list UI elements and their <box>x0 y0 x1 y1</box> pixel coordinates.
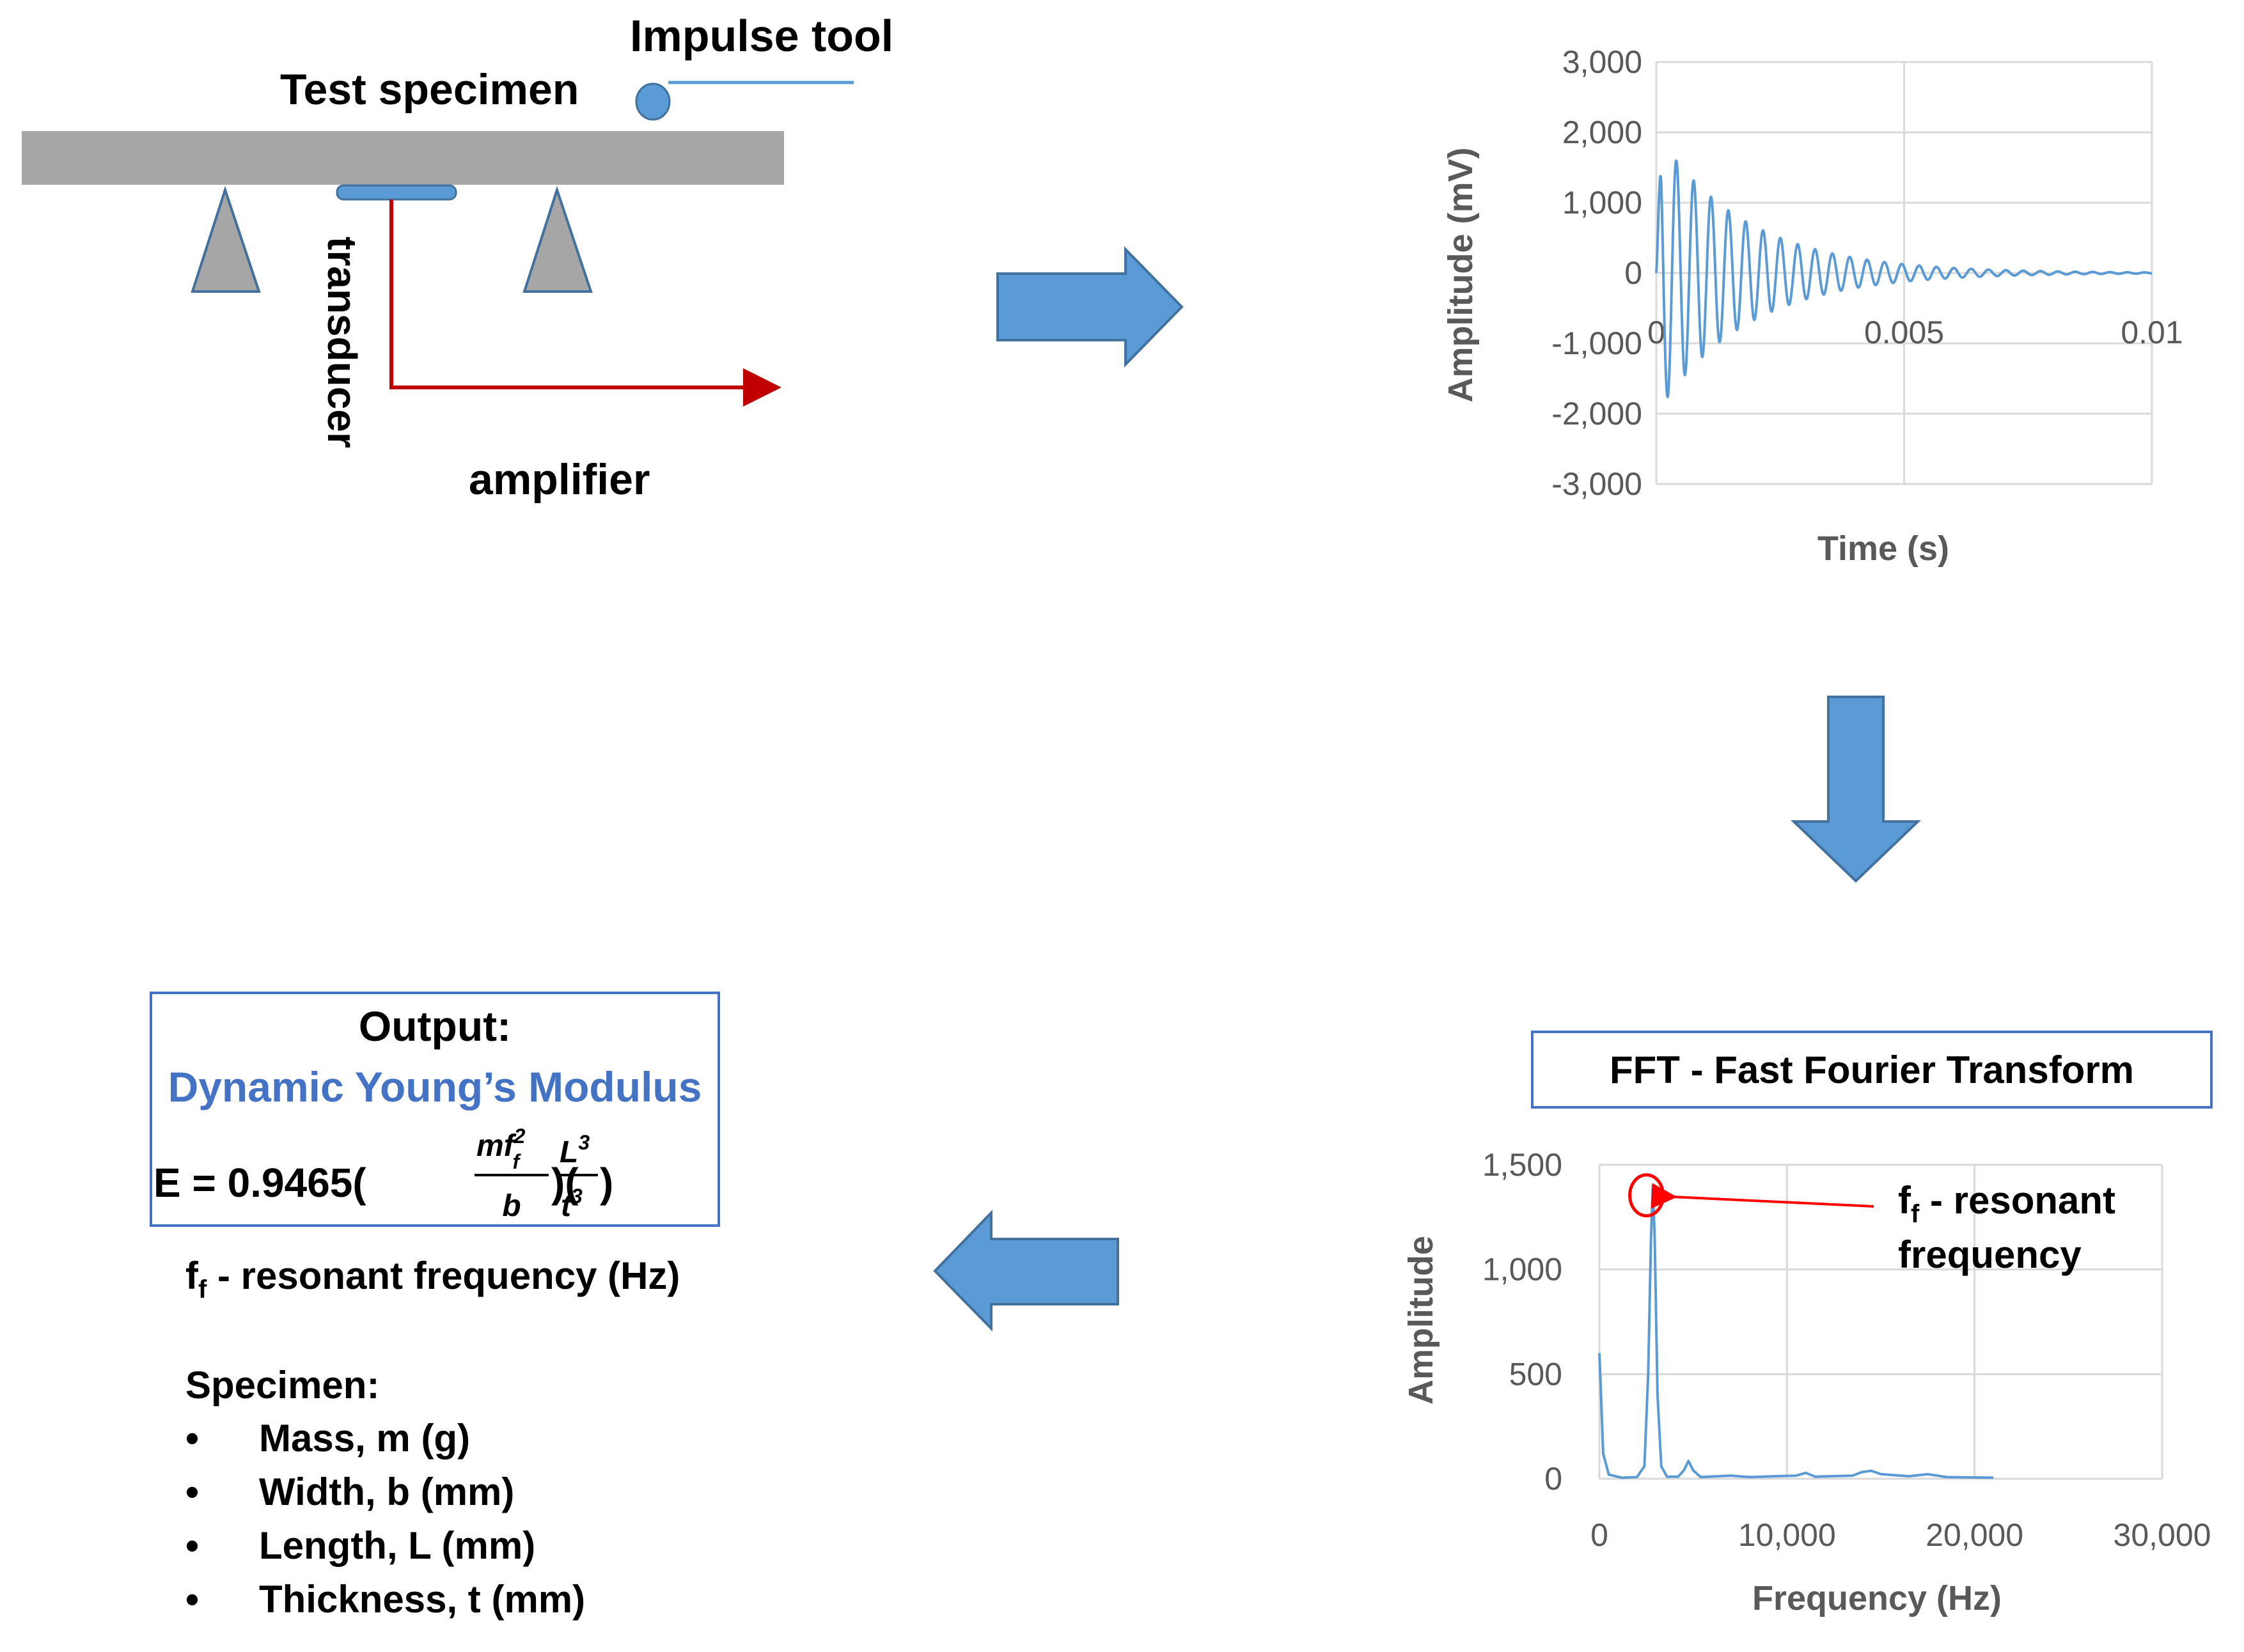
left-arrow <box>933 1210 1119 1332</box>
time-y-tick-label: -3,000 <box>1551 466 1642 502</box>
test-specimen-bar <box>22 131 784 185</box>
time-y-axis-title: Amplitude (mV) <box>1441 148 1480 403</box>
formula-denominator-1: b <box>502 1189 521 1223</box>
time-x-tick-label: 0 <box>1647 315 1665 350</box>
formula-numerator-2: L3 <box>560 1131 590 1169</box>
time-y-tick-label: 0 <box>1624 255 1642 291</box>
formula-suffix: ) <box>600 1160 613 1206</box>
specimen-item: Length, L (mm) <box>259 1524 535 1567</box>
fft-title: FFT - Fast Fourier Transform <box>1610 1048 2134 1091</box>
left-support <box>191 185 261 293</box>
time-signal-series <box>1655 159 2153 398</box>
fft-y-tick-label: 1,500 <box>1482 1147 1562 1183</box>
impulse-tool-head <box>635 82 671 121</box>
time-y-tick-label: 2,000 <box>1562 114 1642 150</box>
specimen-bullet: • <box>185 1578 199 1621</box>
specimen-bullet: • <box>185 1470 199 1513</box>
fft-chart: 1,500 1,000 500 0 0 10,000 20,000 30,000 ff - … <box>1402 1147 2211 1617</box>
transducer-disc <box>336 184 457 201</box>
time-y-tick-label: -2,000 <box>1551 396 1642 432</box>
fft-title-box: FFT - Fast Fourier Transform <box>1531 1031 2213 1109</box>
fft-y-tick-label: 1,000 <box>1482 1252 1562 1288</box>
output-box: Output: Dynamic Young’s Modulus E = 0.94… <box>150 992 720 1227</box>
fft-x-tick-label: 20,000 <box>1926 1517 2023 1553</box>
specimen-bullet: • <box>185 1417 199 1460</box>
formula-denominator-2: t3 <box>561 1185 583 1223</box>
resonant-annotation-arrow <box>1651 1183 1874 1209</box>
specimen-list: • Mass, m (g) • Width, b (mm) • Length, L (mm… <box>185 1417 585 1621</box>
specimen-item: Width, b (mm) <box>259 1470 514 1513</box>
time-x-tick-label: 0.005 <box>1864 315 1944 350</box>
right-arrow <box>996 246 1184 368</box>
specimen-bullet: • <box>185 1524 199 1567</box>
down-arrow <box>1791 696 1921 883</box>
specimen-heading: Specimen: <box>185 1364 379 1407</box>
test-setup: Impulse tool Test specimen transducer am… <box>22 11 893 504</box>
fft-x-tick-label: 30,000 <box>2114 1517 2211 1553</box>
output-heading: Output: <box>359 1002 511 1050</box>
fft-x-tick-label: 0 <box>1590 1517 1608 1553</box>
amplifier-label: amplifier <box>469 455 650 504</box>
fft-x-axis-title: Frequency (Hz) <box>1752 1579 2002 1617</box>
output-subtitle: Dynamic Young’s Modulus <box>168 1063 702 1110</box>
variable-legend: ff - resonant frequency (Hz) Specimen: •… <box>185 1254 680 1621</box>
fft-series <box>1598 1184 1994 1479</box>
fft-y-axis-title: Amplitude <box>1402 1236 1440 1405</box>
formula-prefix: E = 0.9465( <box>153 1160 366 1206</box>
specimen-item: Mass, m (g) <box>259 1417 470 1460</box>
resonant-annotation-line2: frequency <box>1898 1233 2082 1276</box>
fft-y-tick-label: 500 <box>1509 1356 1562 1392</box>
resonant-frequency-definition: ff - resonant frequency (Hz) <box>185 1254 680 1304</box>
time-x-axis-title: Time (s) <box>1817 529 1949 568</box>
impulse-tool-label: Impulse tool <box>630 11 893 61</box>
time-y-tick-label: 1,000 <box>1562 185 1642 221</box>
time-y-tick-label: 3,000 <box>1562 44 1642 80</box>
resonant-annotation: ff - resonant <box>1898 1179 2115 1228</box>
fft-x-tick-label: 10,000 <box>1738 1517 1836 1553</box>
time-y-tick-label: -1,000 <box>1551 325 1642 361</box>
time-x-tick-label: 0.01 <box>2121 315 2183 350</box>
transducer-label: transducer <box>319 237 365 448</box>
fft-y-tick-label: 0 <box>1544 1461 1562 1497</box>
test-specimen-label: Test specimen <box>280 65 579 114</box>
specimen-item: Thickness, t (mm) <box>259 1578 585 1621</box>
formula-mid: )( <box>551 1160 579 1206</box>
resonant-peak-marker <box>1628 1173 1665 1218</box>
signal-wire <box>389 199 781 407</box>
right-support <box>522 185 593 293</box>
